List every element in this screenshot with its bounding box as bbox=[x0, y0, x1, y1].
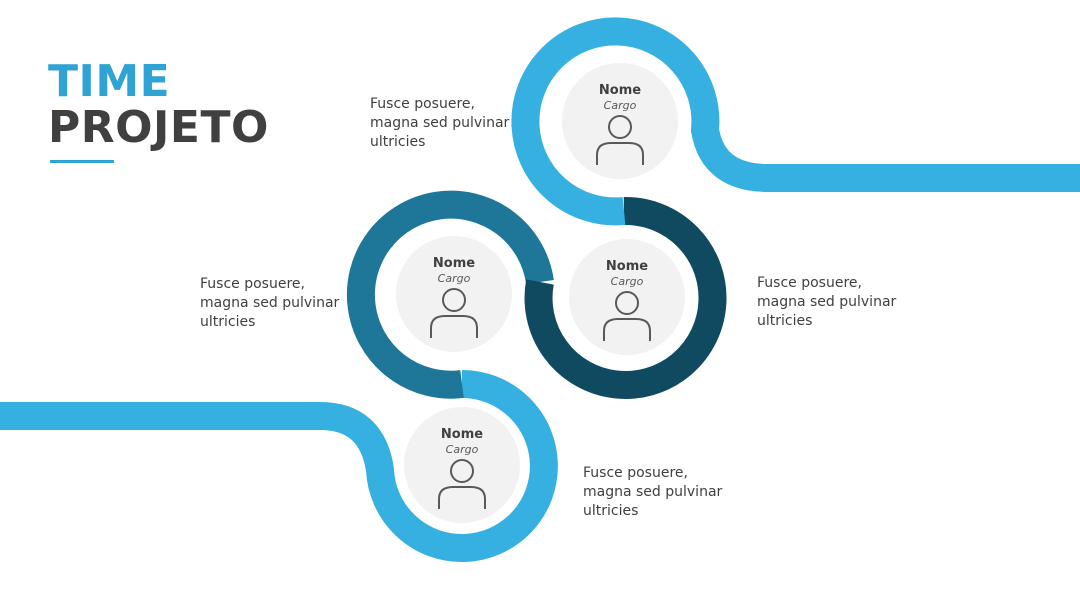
path-segment-bottom bbox=[0, 370, 558, 562]
member-name: Nome bbox=[432, 256, 476, 271]
member-name: Nome bbox=[605, 259, 649, 274]
title-projeto: PROJETO bbox=[48, 102, 269, 153]
member-description-bottom: Fusce posuere, magna sed pulvinar ultric… bbox=[583, 465, 723, 519]
member-description-right: Fusce posuere, magna sed pulvinar ultric… bbox=[757, 275, 897, 329]
member-role: Cargo bbox=[437, 272, 471, 285]
person-icon bbox=[438, 459, 486, 509]
member-description-left: Fusce posuere, magna sed pulvinar ultric… bbox=[200, 276, 340, 330]
member-card-right: Nome Cargo bbox=[569, 239, 685, 355]
member-description-top: Fusce posuere, magna sed pulvinar ultric… bbox=[370, 96, 510, 150]
member-card-bottom: Nome Cargo bbox=[404, 407, 520, 523]
member-role: Cargo bbox=[603, 99, 637, 112]
member-role: Cargo bbox=[610, 275, 644, 288]
member-card-top: Nome Cargo bbox=[562, 63, 678, 179]
member-role: Cargo bbox=[445, 443, 479, 456]
person-icon bbox=[430, 288, 478, 338]
member-card-left: Nome Cargo bbox=[396, 236, 512, 352]
title-underline bbox=[50, 160, 114, 163]
path-segment-top bbox=[511, 17, 1080, 226]
title-time: TIME bbox=[48, 56, 171, 107]
member-name: Nome bbox=[598, 83, 642, 98]
path-segment-right bbox=[524, 196, 727, 399]
path-segment-left bbox=[346, 190, 554, 399]
person-icon bbox=[596, 115, 644, 165]
person-icon bbox=[603, 291, 651, 341]
member-name: Nome bbox=[440, 427, 484, 442]
